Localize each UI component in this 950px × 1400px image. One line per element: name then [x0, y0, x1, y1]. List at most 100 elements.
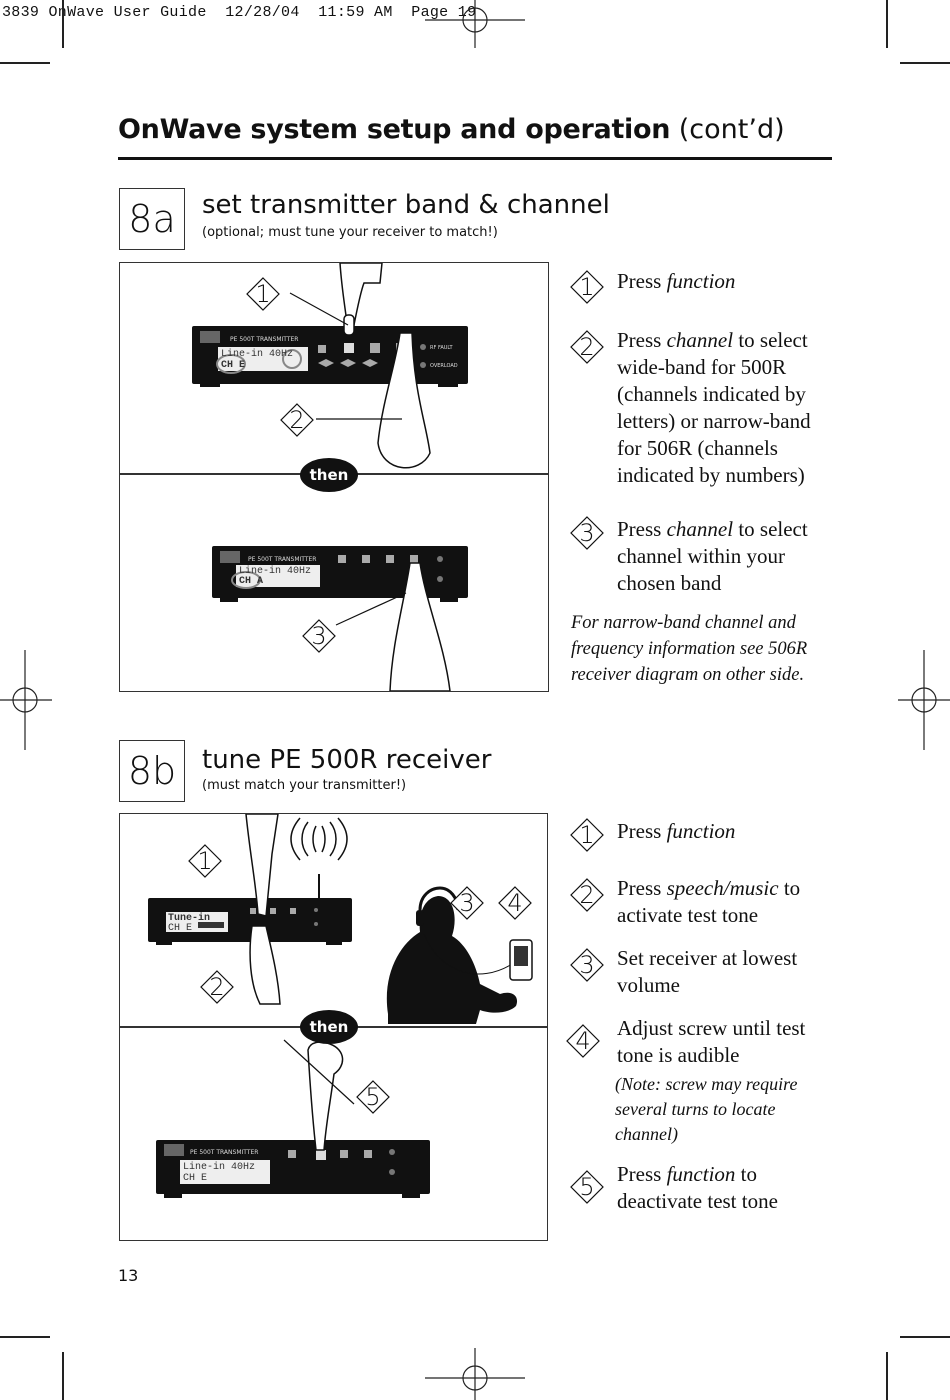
callout-diamond-1: 1: [246, 277, 280, 311]
instruction-text-cont: to select wide-band for 500R (channels i…: [617, 328, 811, 487]
instruction-number: 5: [579, 1173, 595, 1201]
callout-number: 1: [255, 280, 271, 308]
instruction-text: Press: [617, 819, 667, 843]
instruction-diamond-b3: 3: [570, 948, 604, 982]
callout-diamond-1: 1: [188, 844, 222, 878]
instruction-text: Press: [617, 328, 667, 352]
instruction-emphasis: channel: [666, 328, 734, 352]
page-number: 13: [118, 1266, 139, 1285]
instruction-diamond-a3: 3: [570, 516, 604, 550]
lcd-line1-bottom-b: Line-in 40Hz: [183, 1162, 256, 1173]
crop-mark: [0, 1336, 50, 1338]
section-a-subheading: (optional; must tune your receiver to ma…: [202, 225, 498, 240]
svg-text:PE 500T TRANSMITTER: PE 500T TRANSMITTER: [230, 336, 298, 343]
instruction-b5: Press function to deactivate test tone: [617, 1161, 827, 1215]
section-b-heading: tune PE 500R receiver: [202, 745, 492, 775]
instruction-text-cont: to deactivate test tone: [617, 1162, 778, 1213]
section-b-subheading: (must match your transmitter!): [202, 778, 407, 793]
instruction-diamond-b5: 5: [570, 1170, 604, 1204]
callout-diamond-5: 5: [356, 1080, 390, 1114]
instruction-text: Press: [617, 517, 667, 541]
svg-text:PE 500T TRANSMITTER: PE 500T TRANSMITTER: [190, 1149, 258, 1156]
instruction-text: Press: [617, 876, 667, 900]
lcd-line2-top-b: CH E: [168, 923, 193, 934]
title-rule: [118, 157, 832, 160]
page-title-bold: OnWave system setup and operation: [118, 114, 671, 145]
svg-text:PE 500T TRANSMITTER: PE 500T TRANSMITTER: [248, 556, 316, 563]
instruction-number: 2: [579, 881, 595, 909]
instruction-diamond-b1: 1: [570, 818, 604, 852]
instruction-number: 4: [575, 1027, 591, 1055]
instruction-number: 2: [579, 333, 595, 361]
section-a-heading: set transmitter band & channel: [202, 190, 610, 220]
instruction-b3: Set receiver at lowest volume: [617, 946, 798, 997]
then-badge: then: [300, 458, 358, 492]
svg-text:OVERLOAD: OVERLOAD: [430, 363, 458, 369]
section-a-note: For narrow-band channel and frequency in…: [571, 613, 808, 685]
instruction-text-cont: to activate test tone: [617, 876, 801, 927]
instruction-emphasis: function: [666, 819, 736, 843]
section-b-note: (Note: screw may require several turns t…: [615, 1074, 798, 1144]
transmitter-device-top-b: [148, 898, 352, 945]
instruction-diamond-a1: 1: [570, 270, 604, 304]
lcd-line1-top-a: Line-in 40Hz: [221, 349, 294, 360]
lcd-line2-top-a: CH E: [221, 360, 246, 371]
instruction-number: 3: [579, 951, 595, 979]
crop-mark: [62, 1352, 64, 1400]
crop-mark: [62, 0, 64, 48]
callout-number: 2: [209, 973, 225, 1001]
instruction-b2: Press speech/music to activate test tone: [617, 875, 827, 929]
step-box-8b: 8b: [119, 740, 185, 802]
lcd-line1-top-b: Tune-in: [168, 913, 211, 924]
transmitter-device-bottom-b: PE 500T TRANSMITTER: [156, 1140, 430, 1198]
callout-number: 2: [289, 406, 305, 434]
callout-diamond-2: 2: [200, 970, 234, 1004]
page-title-suffix: (cont’d): [670, 114, 785, 145]
section-b-illustration: PE 500T TRANSMITTER Tune-in CH E Line-in…: [119, 813, 548, 1241]
instruction-diamond-a2: 2: [570, 330, 604, 364]
instruction-a1: Press function: [617, 268, 837, 295]
instruction-emphasis: function: [666, 1162, 736, 1186]
instruction-number: 1: [579, 273, 595, 301]
instruction-number: 3: [579, 519, 595, 547]
print-slug: 3839 OnWave User Guide 12/28/04 11:59 AM…: [2, 4, 477, 21]
lcd-line2-bottom-b: CH E: [183, 1173, 208, 1184]
callout-number: 5: [365, 1083, 381, 1111]
instruction-a2: Press channel to select wide-band for 50…: [617, 327, 837, 489]
instruction-text: Press: [617, 1162, 667, 1186]
instruction-emphasis: channel: [666, 517, 734, 541]
callout-number: 4: [507, 889, 523, 917]
lcd-line1-bottom-a: Line-in 40Hz: [239, 566, 312, 577]
crop-mark: [886, 0, 888, 48]
instruction-a3: Press channel to select channel within y…: [617, 516, 827, 597]
radio-waves: [290, 817, 348, 861]
page-title: OnWave system setup and operation (cont’…: [118, 114, 785, 145]
instruction-emphasis: speech/music: [666, 876, 779, 900]
section-a-illustration: PE 500T TRANSMITTER RF FAULT OVERLOAD: [119, 262, 549, 692]
callout-number: 1: [197, 847, 213, 875]
step-box-8a: 8a: [119, 188, 185, 250]
transmitter-device-bottom: PE 500T TRANSMITTER: [212, 546, 468, 602]
crop-mark: [886, 1352, 888, 1400]
crop-mark: [0, 62, 50, 64]
instruction-text-cont: to select channel within your chosen ban…: [617, 517, 808, 595]
instruction-diamond-b2: 2: [570, 878, 604, 912]
instruction-b1: Press function: [617, 818, 837, 845]
instruction-number: 1: [579, 821, 595, 849]
crop-mark: [900, 62, 950, 64]
registration-mark-top: [425, 0, 525, 48]
lcd-line2-bottom-a: CH A: [239, 576, 264, 587]
instruction-diamond-b4: 4: [566, 1024, 600, 1058]
crop-mark: [900, 1336, 950, 1338]
instruction-emphasis: function: [666, 269, 736, 293]
callout-diamond-4: 4: [498, 886, 532, 920]
then-badge: then: [300, 1010, 358, 1044]
svg-text:RF FAULT: RF FAULT: [430, 345, 454, 351]
callout-number: 3: [459, 889, 475, 917]
registration-mark-left: [0, 650, 52, 750]
callout-diamond-3: 3: [450, 886, 484, 920]
callout-diamond-2: 2: [280, 403, 314, 437]
registration-mark-bottom: [425, 1348, 525, 1400]
callout-number: 3: [311, 622, 327, 650]
instruction-b4: Adjust screw until test tone is audible: [617, 1016, 806, 1067]
